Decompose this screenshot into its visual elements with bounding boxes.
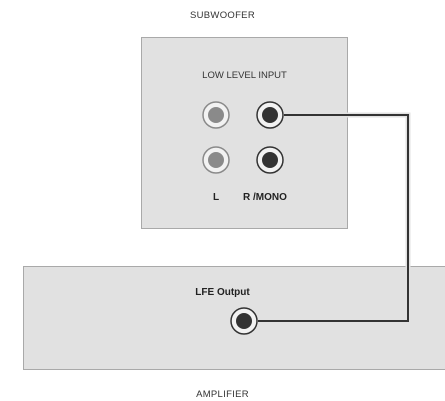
rca-jack-icon xyxy=(256,146,284,174)
right-mono-top-jack[interactable] xyxy=(256,101,284,129)
rca-jack-icon xyxy=(230,307,258,335)
rca-jack-icon xyxy=(256,101,284,129)
left-top-jack[interactable] xyxy=(202,101,230,129)
amplifier-title: AMPLIFIER xyxy=(196,389,249,400)
lfe-output-label: LFE Output xyxy=(195,287,250,298)
lfe-output-jack[interactable] xyxy=(230,307,258,335)
right-mono-channel-label: R /MONO xyxy=(243,192,287,203)
right-mono-bottom-jack[interactable] xyxy=(256,146,284,174)
rca-jack-icon xyxy=(202,101,230,129)
left-channel-label: L xyxy=(213,192,220,203)
left-bottom-jack[interactable] xyxy=(202,146,230,174)
rca-jack-icon xyxy=(202,146,230,174)
low-level-input-label: LOW LEVEL INPUT xyxy=(202,70,287,81)
subwoofer-title: SUBWOOFER xyxy=(190,10,255,21)
